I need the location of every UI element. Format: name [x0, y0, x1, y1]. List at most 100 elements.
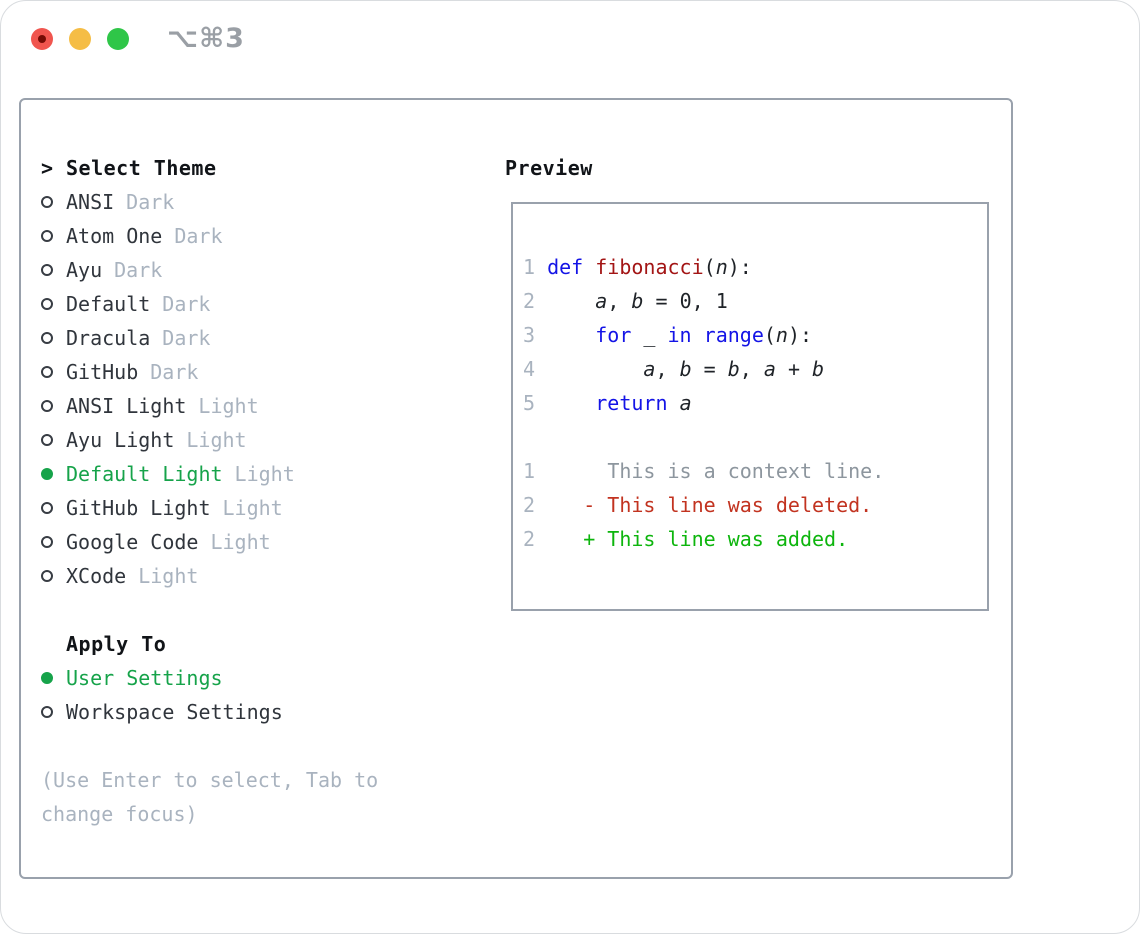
theme-option[interactable]: Google Code Light — [41, 525, 295, 559]
code-token — [547, 527, 583, 551]
radio-icon — [41, 355, 66, 389]
line-number: 3 — [523, 323, 548, 347]
theme-option[interactable]: GitHub Dark — [41, 355, 295, 389]
theme-option[interactable]: ANSI Dark — [41, 185, 295, 219]
code-line: 2 a, b = 0, 1 — [523, 284, 987, 318]
theme-variant: Dark — [162, 326, 211, 350]
theme-option[interactable]: Ayu Dark — [41, 253, 295, 287]
line-number: 5 — [523, 391, 548, 415]
code-token: n — [775, 323, 788, 347]
code-line: 1 This is a context line. — [523, 454, 987, 488]
theme-name: ANSI — [66, 190, 115, 214]
help-text-line: change focus) — [41, 802, 198, 826]
line-number: 1 — [523, 255, 548, 279]
code-token: fibonacci — [595, 255, 704, 279]
code-token: a — [679, 391, 692, 415]
code-line: 5 return a — [523, 386, 987, 420]
window-title: ⌥⌘3 — [167, 23, 245, 54]
apply-option[interactable]: Workspace Settings — [41, 695, 283, 729]
theme-variant: Dark — [162, 292, 211, 316]
code-token — [547, 493, 583, 517]
code-token: - This line was deleted. — [583, 493, 873, 517]
code-line — [523, 420, 987, 454]
theme-name: GitHub Light — [66, 496, 211, 520]
theme-variant: Light — [186, 428, 247, 452]
code-token: a — [595, 289, 608, 313]
code-token: b — [679, 357, 692, 381]
code-token — [547, 357, 643, 381]
theme-list: > Select Theme ANSI Dark Atom One Dark A… — [41, 151, 295, 593]
apply-to-header: Apply To — [41, 627, 283, 661]
apply-option-label: User Settings — [66, 666, 223, 690]
code-token: = — [691, 357, 728, 381]
code-token — [583, 255, 595, 279]
code-token: + This line was added. — [583, 527, 849, 551]
theme-name: Google Code — [66, 530, 199, 554]
zoom-button[interactable] — [107, 28, 129, 50]
theme-variant: Dark — [174, 224, 223, 248]
theme-name: Dracula — [66, 326, 151, 350]
theme-option[interactable]: Ayu Light Light — [41, 423, 295, 457]
theme-variant: Dark — [150, 360, 199, 384]
code-token: ( — [703, 255, 716, 279]
theme-option[interactable]: ANSI Light Light — [41, 389, 295, 423]
radio-icon — [41, 695, 66, 729]
apply-to-title: Apply To — [66, 632, 167, 656]
theme-variant: Light — [198, 394, 259, 418]
theme-variant: Dark — [126, 190, 175, 214]
radio-icon — [41, 423, 66, 457]
theme-option[interactable]: Dracula Dark — [41, 321, 295, 355]
settings-panel: > Select Theme ANSI Dark Atom One Dark A… — [19, 98, 1013, 879]
code-token: def — [547, 255, 584, 279]
code-token: n — [715, 255, 728, 279]
code-line: 4 a, b = b, a + b — [523, 352, 987, 386]
radio-icon — [41, 321, 66, 355]
theme-option[interactable]: Default Light Light — [41, 457, 295, 491]
code-token: , — [655, 357, 680, 381]
code-token — [547, 459, 607, 483]
code-token: for — [595, 323, 632, 347]
code-token: ): — [727, 255, 752, 279]
code-line: 2 + This line was added. — [523, 522, 987, 556]
theme-name: Ayu Light — [66, 428, 175, 452]
line-number: 2 — [523, 289, 548, 313]
theme-option[interactable]: Default Dark — [41, 287, 295, 321]
code-token: range — [703, 323, 764, 347]
code-line: 2 - This line was deleted. — [523, 488, 987, 522]
code-token: , — [739, 357, 764, 381]
line-number: 2 — [523, 493, 548, 517]
radio-icon — [41, 389, 66, 423]
theme-option[interactable]: XCode Light — [41, 559, 295, 593]
code-token — [547, 323, 595, 347]
theme-name: Atom One — [66, 224, 163, 248]
theme-name: XCode — [66, 564, 127, 588]
theme-variant: Light — [234, 462, 295, 486]
code-token: + — [775, 357, 813, 381]
theme-variant: Light — [222, 496, 283, 520]
code-token: in — [667, 323, 692, 347]
code-line: 3 for _ in range(n): — [523, 318, 987, 352]
theme-option[interactable]: GitHub Light Light — [41, 491, 295, 525]
radio-icon — [41, 219, 66, 253]
preview-title: Preview — [505, 156, 593, 180]
code-token: This is a context line. — [607, 459, 885, 483]
theme-list-header: > Select Theme — [41, 151, 295, 185]
code-token — [547, 289, 595, 313]
radio-icon — [41, 559, 66, 593]
code-token: return — [595, 391, 668, 415]
close-button[interactable] — [31, 28, 53, 50]
theme-variant: Light — [138, 564, 199, 588]
code-token: ): — [787, 323, 813, 347]
theme-name: GitHub — [66, 360, 139, 384]
radio-icon — [41, 457, 66, 491]
theme-option[interactable]: Atom One Dark — [41, 219, 295, 253]
radio-icon — [41, 525, 66, 559]
minimize-button[interactable] — [69, 28, 91, 50]
apply-option[interactable]: User Settings — [41, 661, 283, 695]
code-token: b — [631, 289, 644, 313]
title-bar: ⌥⌘3 — [1, 1, 1139, 98]
code-line: 1 def fibonacci(n): — [523, 250, 987, 284]
